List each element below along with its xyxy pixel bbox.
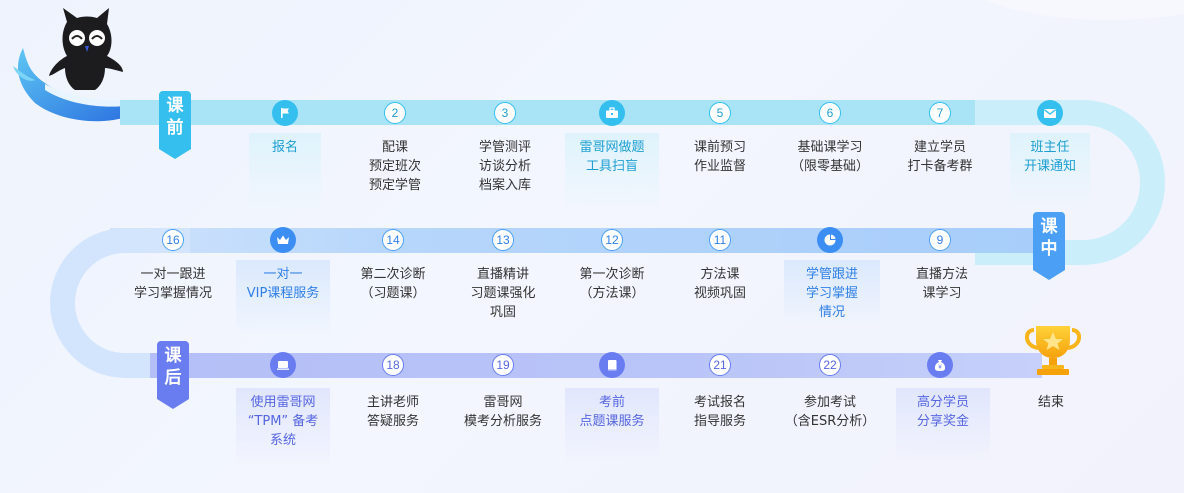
stage-tag-text: 前	[166, 118, 184, 138]
step-highlight	[896, 388, 990, 462]
step-label: 直播方法课学习	[915, 267, 969, 301]
stage-tag-text: 课	[1040, 217, 1058, 237]
step-label: 学管测评访谈分析档案入库	[478, 140, 532, 193]
step-label: 班主任开课通知	[1023, 140, 1077, 174]
step-label: 使用雷哥网“TPM” 备考系统	[247, 395, 319, 448]
step-number-21: 21	[709, 354, 731, 376]
step-label: 报名	[271, 140, 299, 155]
step-highlight	[784, 260, 880, 326]
pie-chart-icon	[817, 227, 843, 253]
step-label: 雷哥网做题工具扫盲	[579, 140, 645, 174]
step-number-3: 3	[494, 102, 516, 124]
stage-tag-text: 课	[166, 96, 184, 116]
mascot-owl-on-boat	[5, 8, 145, 128]
step-label: 配课预定班次预定学管	[368, 140, 422, 193]
briefcase-icon	[599, 100, 625, 126]
step-highlight	[565, 388, 659, 462]
crown-icon	[270, 227, 296, 253]
track-row-2	[110, 228, 1040, 253]
step-number-22: 22	[819, 354, 841, 376]
step-label: 一对一跟进学习掌握情况	[133, 267, 213, 301]
track-row-3	[150, 353, 1042, 378]
step-number-6: 6	[819, 102, 841, 124]
book-icon	[599, 352, 625, 378]
track-row-1	[120, 100, 1038, 125]
step-number-12: 12	[601, 229, 623, 251]
stage-tag-text: 课	[164, 346, 182, 366]
step-number-14: 14	[382, 229, 404, 251]
mail-icon	[1037, 100, 1063, 126]
step-highlight	[236, 388, 330, 464]
step-number-16: 16	[162, 229, 184, 251]
step-label: 学管跟进学习掌握情况	[805, 267, 859, 320]
step-number-13: 13	[492, 229, 514, 251]
step-number-19: 19	[492, 354, 514, 376]
end-label: 结束	[1037, 395, 1065, 410]
step-label: 第一次诊断（方法课）	[579, 267, 645, 301]
step-number-7: 7	[929, 102, 951, 124]
step-label: 课前预习作业监督	[693, 140, 747, 174]
step-label: 第二次诊断（习题课）	[360, 267, 426, 301]
step-label: 方法课视频巩固	[693, 267, 747, 301]
step-number-11: 11	[709, 229, 731, 251]
svg-text:¥: ¥	[938, 365, 942, 371]
step-number-2: 2	[384, 102, 406, 124]
step-label: 基础课学习（限零基础）	[790, 140, 870, 174]
step-label: 建立学员打卡备考群	[907, 140, 973, 174]
step-label: 高分学员分享奖金	[916, 395, 970, 429]
money-bag-icon: ¥	[927, 352, 953, 378]
trophy-icon	[1020, 322, 1086, 380]
step-label: 直播精讲习题课强化巩固	[470, 267, 536, 320]
step-label: 参加考试（含ESR分析）	[784, 395, 876, 429]
step-number-9: 9	[929, 229, 951, 251]
step-label: 考前点题课服务	[579, 395, 645, 429]
step-label: 考试报名指导服务	[693, 395, 747, 429]
flag-icon	[272, 100, 298, 126]
background-decoration	[960, 0, 1184, 20]
stage-tag-in-class: 课 中	[1033, 212, 1065, 280]
step-label: 雷哥网模考分析服务	[463, 395, 543, 429]
step-highlight	[1010, 133, 1090, 207]
stage-tag-post-class: 课 后	[157, 341, 189, 409]
step-highlight	[565, 133, 659, 207]
stage-tag-pre-class: 课 前	[159, 91, 191, 159]
laptop-icon	[270, 352, 296, 378]
step-highlight	[236, 260, 330, 334]
step-number-18: 18	[382, 354, 404, 376]
step-number-5: 5	[709, 102, 731, 124]
step-highlight	[249, 133, 321, 207]
mascot-icon	[13, 8, 140, 122]
stage-tag-text: 中	[1040, 239, 1058, 259]
stage-tag-text: 后	[164, 368, 182, 388]
step-label: 主讲老师答疑服务	[366, 395, 420, 429]
